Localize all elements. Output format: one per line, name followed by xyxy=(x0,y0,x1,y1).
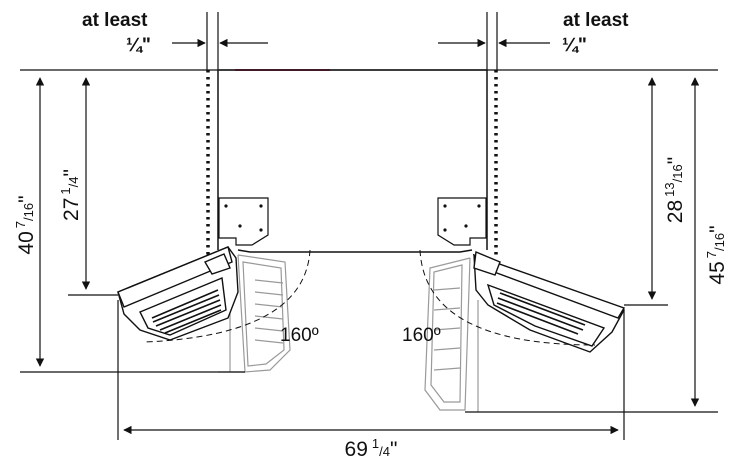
svg-text:407/16": 407/16" xyxy=(13,195,38,254)
svg-text:271/4": 271/4" xyxy=(58,169,83,221)
right-swing-arc xyxy=(419,249,596,346)
left-inner-label: 271/4" xyxy=(58,169,83,221)
svg-text:457/16": 457/16" xyxy=(704,225,729,284)
left-swing-arc xyxy=(144,249,311,343)
left-clearance-line2: ¼" xyxy=(126,35,151,56)
left-door-open xyxy=(117,246,239,341)
left-outer-label: 407/16" xyxy=(13,195,38,254)
left-hinge xyxy=(218,197,269,246)
svg-text:2813/16": 2813/16" xyxy=(662,157,687,223)
right-door-open xyxy=(472,250,626,353)
right-hinge xyxy=(437,197,487,246)
right-door-gray xyxy=(424,257,479,412)
left-angle-label: 160º xyxy=(280,325,319,346)
right-angle-label: 160º xyxy=(402,325,441,346)
right-clearance-line2: ¼" xyxy=(562,35,587,56)
refrigerator-cabinet xyxy=(218,69,487,253)
right-wall xyxy=(486,12,498,255)
left-clearance-line1: at least xyxy=(82,10,148,31)
right-clearance-line1: at least xyxy=(563,10,629,31)
right-outer-label: 457/16" xyxy=(704,225,729,284)
right-inner-label: 2813/16" xyxy=(662,157,687,223)
left-wall xyxy=(206,12,219,255)
